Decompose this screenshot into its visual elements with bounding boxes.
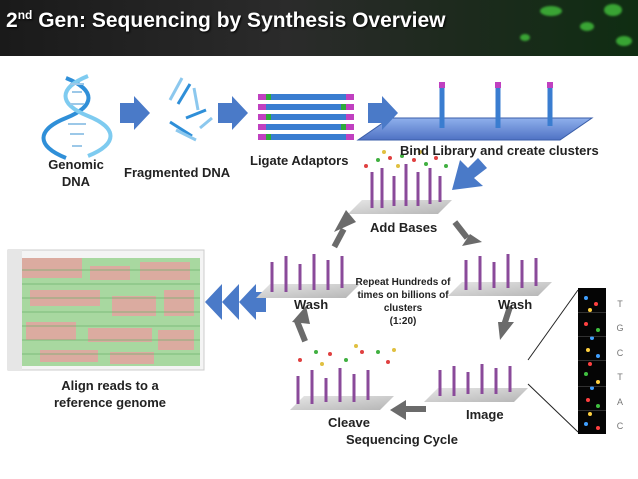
label-genomic-dna: Genomic DNA bbox=[36, 156, 116, 190]
arrow-icon bbox=[368, 96, 398, 130]
repeat-note-line4: (1:20) bbox=[389, 316, 417, 327]
label-sequencing-cycle: Sequencing Cycle bbox=[346, 432, 458, 447]
base-letter: C bbox=[616, 347, 624, 358]
cluster-plate-wash-right bbox=[448, 254, 552, 296]
cluster-plate-wash-left bbox=[256, 254, 360, 298]
arrow-icon bbox=[120, 96, 150, 130]
label-fragmented-dna: Fragmented DNA bbox=[124, 165, 231, 180]
label-wash-right: Wash bbox=[498, 297, 533, 312]
base-letter: A bbox=[616, 396, 623, 407]
base-letters: T G C T A C bbox=[610, 292, 630, 438]
base-letter: C bbox=[616, 421, 624, 432]
title-bar: 2nd Gen: Sequencing by Synthesis Overvie… bbox=[0, 0, 638, 56]
arrow-icon bbox=[452, 158, 487, 190]
cluster-plate-add-bases bbox=[348, 150, 452, 214]
label-ligate-adaptors: Ligate Adaptors bbox=[250, 153, 349, 168]
cycle-arrow-icon bbox=[498, 322, 514, 340]
fragmented-dna-icon bbox=[168, 77, 213, 142]
alignment-heatmap bbox=[7, 249, 205, 371]
arrow-icon bbox=[218, 96, 248, 130]
cycle-arrows bbox=[292, 210, 514, 420]
label-cleave: Cleave bbox=[328, 415, 370, 430]
cluster-plate-image bbox=[424, 364, 528, 402]
cycle-arrow-icon bbox=[462, 234, 482, 246]
base-letter: T bbox=[617, 299, 623, 309]
repeat-note-line2: times on billions of bbox=[357, 290, 449, 301]
label-wash-left: Wash bbox=[294, 297, 329, 312]
cluster-plate-cleave bbox=[290, 344, 396, 410]
triple-left-arrow-icon bbox=[205, 284, 266, 320]
label-add-bases: Add Bases bbox=[370, 220, 438, 235]
label-image: Image bbox=[466, 407, 504, 422]
label-align-line1: Align reads to a bbox=[61, 378, 159, 393]
fluorescence-image-strip bbox=[527, 288, 606, 434]
label-align-line2: reference genome bbox=[54, 395, 166, 410]
slide-title: 2nd Gen: Sequencing by Synthesis Overvie… bbox=[6, 8, 446, 32]
ligated-fragments-icon bbox=[258, 94, 354, 140]
repeat-note-line1: Repeat Hundreds of bbox=[355, 277, 451, 288]
dna-helix-icon bbox=[41, 74, 113, 160]
label-bind-library: Bind Library and create clusters bbox=[400, 143, 599, 158]
repeat-note: Repeat Hundreds of times on billions of … bbox=[344, 276, 462, 328]
cycle-arrow-icon bbox=[334, 210, 356, 232]
label-genomic-line1: Genomic bbox=[48, 157, 104, 172]
cycle-arrow-icon bbox=[390, 400, 406, 420]
cycle-arrow-icon bbox=[292, 306, 310, 324]
flow-cell-icon bbox=[356, 82, 594, 141]
label-align-reads: Align reads to a reference genome bbox=[30, 377, 190, 411]
base-letter: T bbox=[617, 372, 623, 383]
base-letter: G bbox=[616, 323, 624, 334]
workflow-arrows bbox=[120, 96, 487, 190]
label-genomic-line2: DNA bbox=[61, 174, 91, 189]
repeat-note-line3: clusters bbox=[383, 303, 423, 314]
